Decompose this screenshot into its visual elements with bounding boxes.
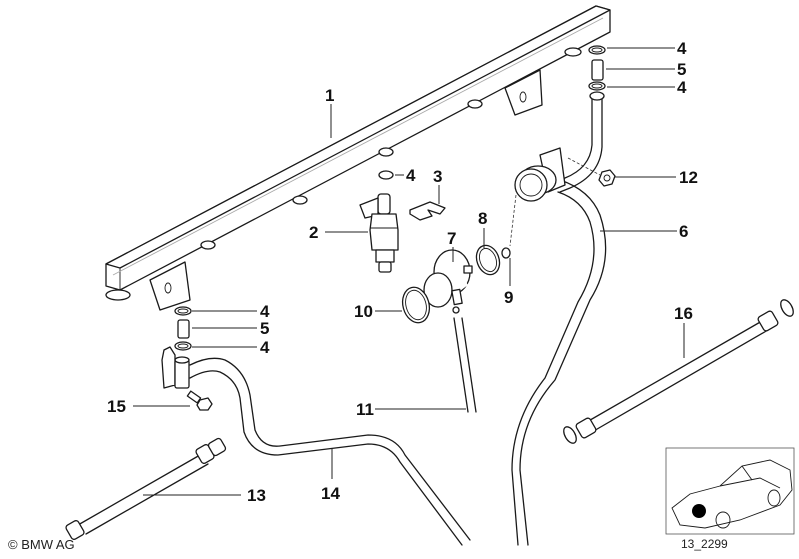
callout-7: 7 [447, 229, 456, 248]
leader-lines [133, 47, 685, 496]
callout-4-lower-left-top: 4 [260, 302, 270, 321]
callout-3: 3 [433, 167, 442, 186]
callout-15: 15 [107, 397, 126, 416]
o-ring-injector[interactable] [378, 170, 394, 180]
vehicle-locator-thumbnail[interactable] [665, 447, 795, 535]
fuel-feed-line[interactable] [161, 346, 471, 546]
callout-4-upper-right-top: 4 [677, 39, 687, 58]
callout-13: 13 [247, 486, 266, 505]
pressure-regulator[interactable] [423, 249, 473, 314]
callout-16: 16 [674, 304, 693, 323]
callout-6: 6 [679, 222, 688, 241]
callout-2: 2 [309, 223, 318, 242]
fuel-hose-right[interactable] [561, 298, 796, 446]
lower-left-seals[interactable] [174, 306, 192, 351]
callout-4-lower-left-bottom: 4 [260, 338, 270, 357]
vacuum-hose[interactable] [453, 317, 477, 413]
callout-4-injector: 4 [406, 166, 416, 185]
clamp-ring[interactable] [399, 284, 433, 326]
callout-5-upper-right: 5 [677, 60, 686, 79]
fuel-hose-left[interactable] [65, 437, 227, 540]
callout-5-lower-left: 5 [260, 319, 269, 338]
callout-8: 8 [478, 209, 487, 228]
fuel-rail[interactable] [105, 5, 611, 311]
o-ring-small[interactable] [501, 247, 511, 259]
fuel-injector[interactable] [359, 193, 399, 273]
callout-1: 1 [325, 86, 334, 105]
upper-right-seals[interactable] [588, 45, 606, 91]
car-outline-icon [671, 459, 793, 529]
callout-14: 14 [321, 484, 340, 503]
callout-10: 10 [354, 302, 373, 321]
callout-4-upper-right-bottom: 4 [677, 78, 687, 97]
copyright-label: © BMW AG [8, 537, 75, 552]
fuel-return-line[interactable] [511, 91, 607, 546]
o-ring-large[interactable] [473, 242, 504, 278]
bolt[interactable] [186, 390, 213, 411]
diagram-reference-number: 13_2299 [681, 537, 728, 551]
callout-9: 9 [504, 288, 513, 307]
callout-12: 12 [679, 168, 698, 187]
retaining-clip[interactable] [409, 201, 446, 221]
callout-11: 11 [356, 400, 374, 419]
hex-nut[interactable] [598, 169, 616, 187]
location-marker-icon [692, 504, 706, 518]
